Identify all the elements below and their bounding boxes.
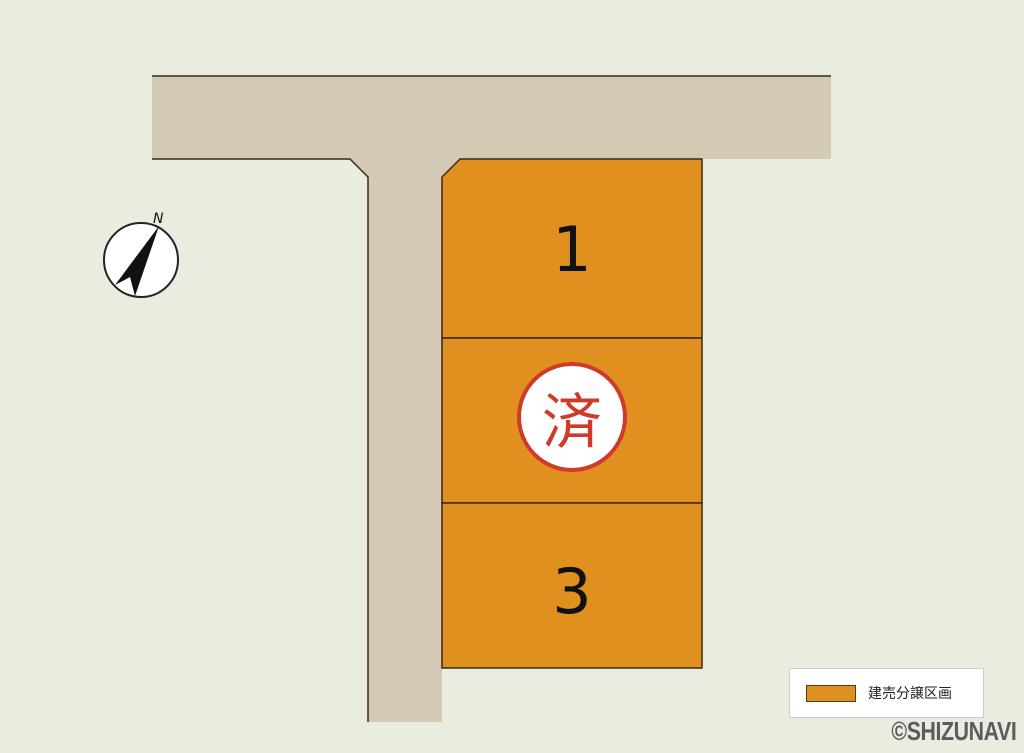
sold-stamp-text: 済 [542,387,602,458]
road-edge-left [152,158,369,722]
north-arrow-icon [115,226,159,296]
legend-label: 建売分譲区画 [868,686,952,702]
copyright: ©SHIZUNAVI [891,716,1016,746]
lot-3[interactable] [441,502,703,669]
sold-stamp: 済 [517,362,627,472]
road [152,76,831,722]
compass: N [103,211,179,298]
compass-north-label: N [153,211,164,227]
lot-1-number: 1 [552,213,592,286]
legend: 建売分譲区画 [789,668,984,718]
legend-swatch [806,684,856,702]
lot-3-number: 3 [552,555,592,628]
